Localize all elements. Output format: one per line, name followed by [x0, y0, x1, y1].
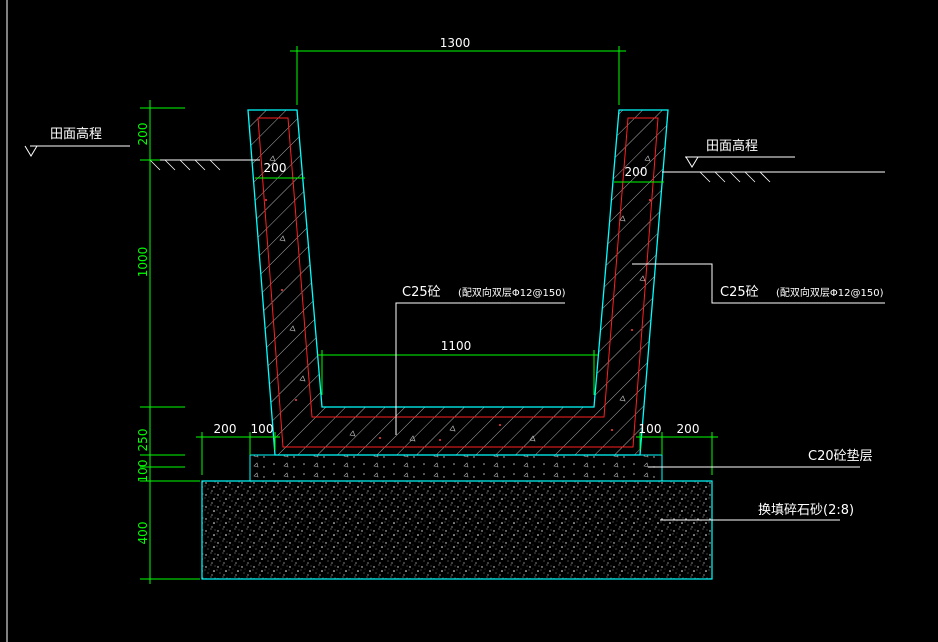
top-width-dimension [290, 46, 626, 105]
gravel-layer [201, 480, 713, 580]
label-concrete-inner: C25砼 [402, 285, 441, 300]
leader-lines [395, 263, 885, 521]
wall-thickness-dims [255, 177, 664, 183]
dim-height-100: 100 [136, 460, 150, 483]
label-rebar-inner: (配双向双层Φ12@150) [458, 286, 566, 299]
dim-base-left-100: 100 [251, 422, 274, 436]
dim-height-1000: 1000 [136, 247, 150, 278]
base-width-dims [196, 432, 718, 475]
ground-right [662, 156, 885, 183]
dim-height-400: 400 [136, 522, 150, 545]
dim-base-right-200: 200 [677, 422, 700, 436]
dim-wall-left: 200 [264, 161, 287, 175]
inner-width-dimension [318, 350, 598, 395]
ground-left [24, 145, 260, 171]
u-channel-body [247, 109, 669, 456]
dim-base-left-200: 200 [214, 422, 237, 436]
dim-base-right-100: 100 [639, 422, 662, 436]
label-ground-left: 田面高程 [50, 126, 102, 142]
vertical-dimension-chain [140, 100, 200, 584]
label-rebar-right: (配双向双层Φ12@150) [776, 286, 884, 299]
label-concrete-right: C25砼 [720, 285, 759, 300]
label-ground-right: 田面高程 [706, 138, 758, 154]
dim-inner-width: 1100 [441, 339, 472, 353]
dim-height-250: 250 [136, 429, 150, 452]
cushion-layer [249, 454, 663, 482]
rebar-outline [257, 117, 659, 448]
dim-top-width: 1300 [440, 36, 471, 50]
dim-height-200: 200 [136, 123, 150, 146]
label-cushion: C20砼垫层 [808, 448, 873, 464]
label-gravel: 换填碎石砂(2:8) [758, 503, 854, 518]
dim-wall-right: 200 [625, 165, 648, 179]
